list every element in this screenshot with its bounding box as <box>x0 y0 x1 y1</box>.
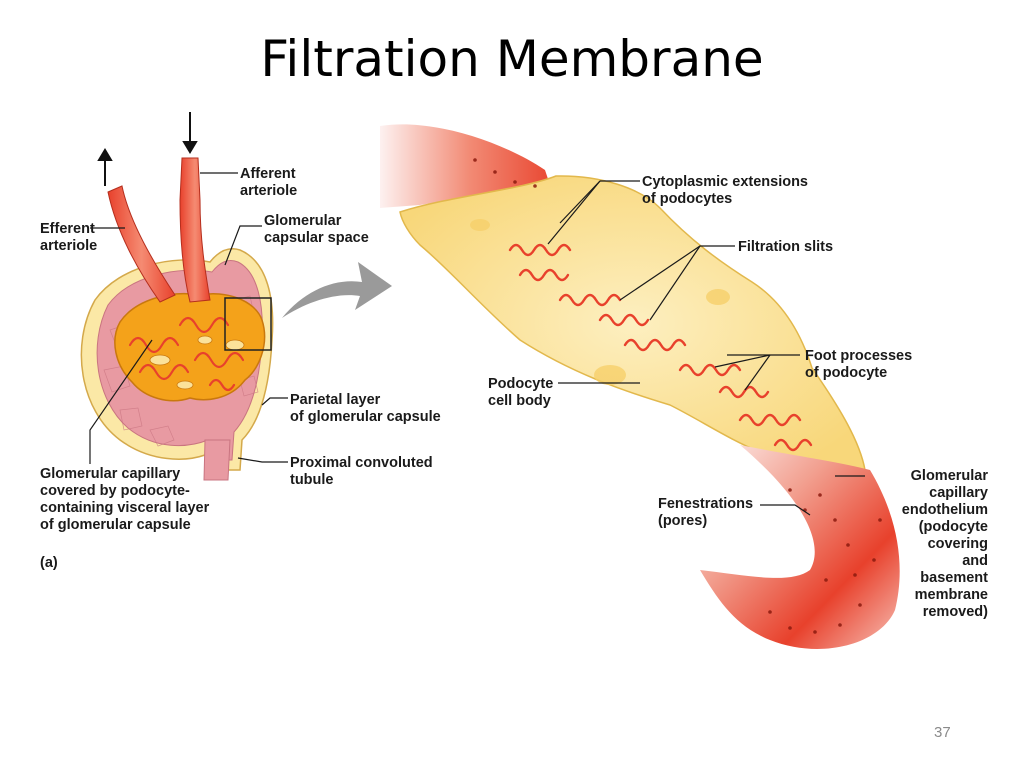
proximal-convoluted-tubule <box>203 439 231 481</box>
label-glomerular-capillary: Glomerular capillary covered by podocyte… <box>40 466 210 533</box>
label-capillary-endothelium: Glomerular capillary endothelium (podocy… <box>901 468 988 620</box>
foot-processes <box>508 243 813 452</box>
capillary-bottom <box>700 445 900 649</box>
magnify-arrow <box>282 262 392 318</box>
magnified-capillary <box>380 124 900 649</box>
label-proximal-convoluted-tubule: Proximal convoluted tubule <box>290 455 433 488</box>
renal-corpuscle <box>80 112 274 481</box>
label-foot-processes: Foot processes of podocyte <box>805 348 913 381</box>
label-filtration-slits: Filtration slits <box>738 239 834 255</box>
panel-label-a: (a) <box>40 555 58 571</box>
label-glomerular-capsular-space: Glomerular capsular space <box>264 213 369 246</box>
page-number: 37 <box>934 724 951 741</box>
label-cytoplasmic-extensions: Cytoplasmic extensions of podocytes <box>642 174 808 207</box>
slide-title: Filtration Membrane <box>260 30 764 88</box>
label-podocyte-cell-body: Podocyte cell body <box>488 376 554 409</box>
label-fenestrations: Fenestrations (pores) <box>658 496 754 529</box>
blood-flow-arrows <box>97 112 198 186</box>
efferent-arteriole <box>107 185 176 303</box>
leader-lines <box>89 172 865 516</box>
afferent-arteriole <box>179 157 211 303</box>
podocyte-body <box>399 175 866 471</box>
label-afferent-arteriole: Afferent arteriole <box>240 166 298 199</box>
label-efferent-arteriole: Efferent arteriole <box>40 221 98 254</box>
label-parietal-layer: Parietal layer of glomerular capsule <box>290 392 441 425</box>
magnification-box <box>224 297 272 351</box>
